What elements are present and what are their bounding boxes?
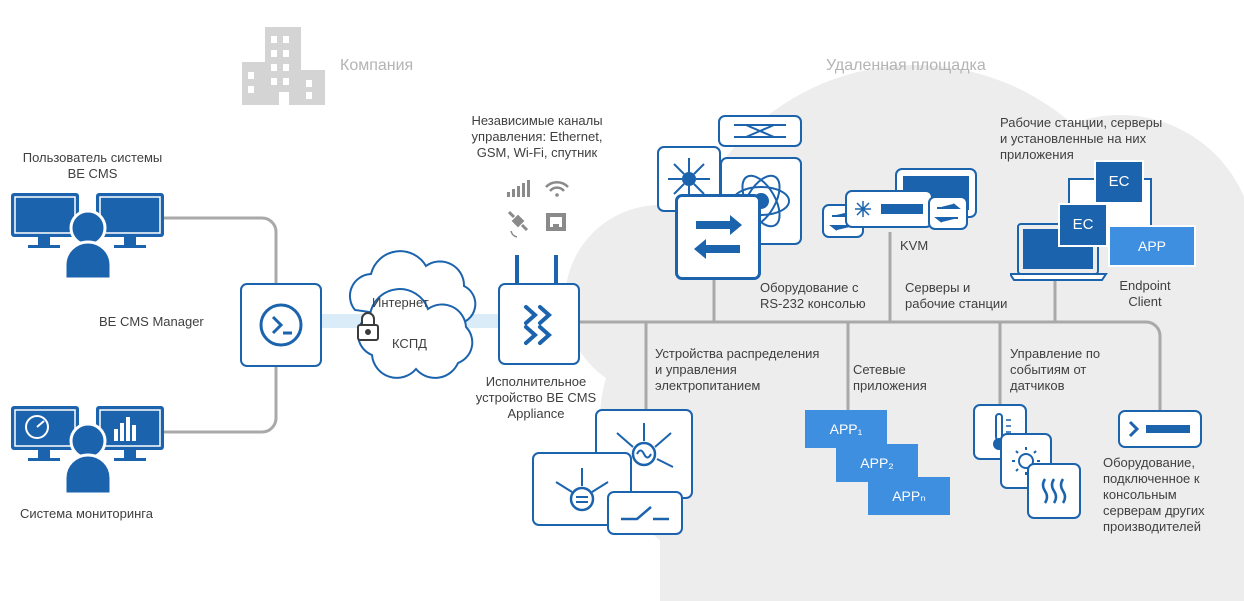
sensor-light xyxy=(1000,433,1052,489)
endpoint-client-label: Endpoint Client xyxy=(1119,278,1171,309)
other-vendor-label: Оборудование, подключенное к консольным … xyxy=(1103,455,1205,534)
heat-waves-icon xyxy=(1041,478,1067,504)
power-socket-icon xyxy=(555,468,609,512)
other-vendor-device xyxy=(1118,410,1202,448)
swap-arrows-icon-2 xyxy=(934,203,961,223)
switch-relay-icon xyxy=(621,506,669,521)
appn-box: APPₙ xyxy=(868,477,950,515)
user-label: Пользователь системы BE CMS xyxy=(22,150,163,181)
cross-arrows-icon xyxy=(734,124,786,138)
kvm-label: KVM xyxy=(900,238,929,253)
console-device-icon xyxy=(1128,420,1190,438)
switch-arrows-icon xyxy=(694,215,742,259)
app2-box: APP₂ xyxy=(836,444,918,482)
kvm-switch xyxy=(845,190,933,228)
sensors-label: Управление по событиям от датчиков xyxy=(1010,346,1101,393)
kvm-burst-icon xyxy=(855,201,923,217)
lock-icon xyxy=(357,312,379,341)
satellite-icon xyxy=(507,210,529,238)
kvm-right-port xyxy=(928,196,968,230)
zone-company-label: Компания xyxy=(340,57,414,74)
wifi-icon xyxy=(545,180,569,197)
appliance-label: Исполнительное устройство BE CMS Applian… xyxy=(475,374,597,421)
ec-badge-bottom: EC xyxy=(1058,203,1108,247)
terminal-prompt-icon xyxy=(259,303,303,347)
rs232-switch-main xyxy=(675,194,761,280)
workstations-label: Рабочие станции, серверы и установленные… xyxy=(1000,115,1163,162)
manager-label: BE CMS Manager xyxy=(99,314,204,329)
ec-badge-top: EC xyxy=(1094,160,1144,204)
rs232-switch-top xyxy=(718,115,802,147)
router-icon xyxy=(668,158,710,200)
ethernet-port-icon xyxy=(546,213,566,231)
connection-lines xyxy=(158,216,1162,434)
be-cms-appliance[interactable] xyxy=(498,283,580,365)
sensor-humidity xyxy=(1027,463,1081,519)
channels-label: Независимые каналы управления: Ethernet,… xyxy=(471,113,603,160)
line-user-to-manager xyxy=(158,216,278,283)
main-bus-line xyxy=(575,320,1162,412)
servers-label: Серверы и рабочие станции xyxy=(905,280,1008,311)
monitoring-label: Система мониторинга xyxy=(20,506,153,521)
netapps-label: Сетевые приложения xyxy=(853,362,927,393)
rs232-label: Оборудование с RS-232 консолью xyxy=(760,280,866,311)
power-label: Устройства распределения и управления эл… xyxy=(655,346,820,393)
kspd-label: КСПД xyxy=(392,336,427,351)
network-cloud xyxy=(348,250,477,379)
be-cms-manager[interactable] xyxy=(240,283,322,367)
zone-remote-site-label: Удаленная площадка xyxy=(826,57,986,74)
appliance-chevrons-icon xyxy=(524,305,553,345)
building-icon xyxy=(242,27,325,105)
channels-icons xyxy=(507,180,569,238)
power-unit-switch xyxy=(607,491,683,535)
internet-label: Интернет xyxy=(372,295,429,310)
app1-box: APP₁ xyxy=(805,410,887,448)
monitoring-workstation-icon xyxy=(11,406,164,495)
power-sine-icon xyxy=(614,423,674,468)
line-monitoring-to-manager xyxy=(158,364,278,434)
appliance-antennas xyxy=(515,255,558,285)
gsm-signal-icon xyxy=(507,180,530,197)
user-workstation-icon xyxy=(11,193,164,280)
app-box-endpoint: APP xyxy=(1108,225,1196,267)
